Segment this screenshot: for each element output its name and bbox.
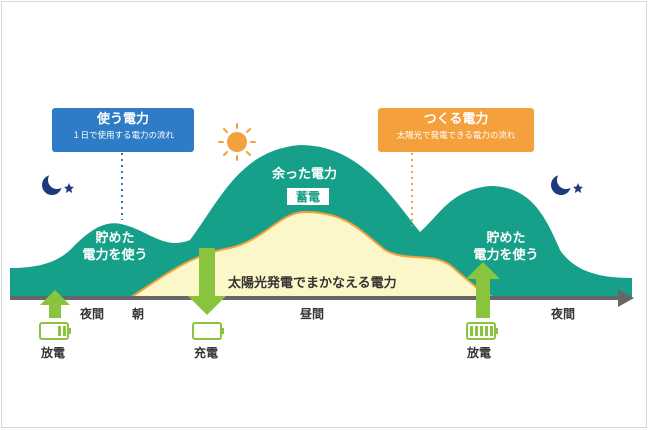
discharge-right-label: 放電 [467, 346, 492, 360]
axis-arrow-icon [618, 289, 634, 307]
discharge-left-label: 放電 [41, 346, 66, 360]
use-power-subtitle: １日で使用する電力の流れ [71, 131, 174, 141]
make-power-subtitle: 太陽光で発電できる電力の流れ [396, 131, 516, 141]
arrow-up-icon [466, 262, 500, 318]
timeline-night-left: 夜間 [80, 307, 105, 321]
timeline-night-right: 夜間 [551, 307, 576, 321]
battery-icon [192, 322, 224, 340]
use-power-callout: 使う電力 １日で使用する電力の流れ [52, 108, 194, 152]
right-stored-line1: 貯めた [486, 231, 526, 246]
timeline-morning: 朝 [132, 307, 145, 321]
solar-covered-label: 太陽光発電でまかなえる電力 [228, 276, 397, 291]
arrow-down-icon [188, 248, 226, 315]
surplus-power-label: 余った電力 [272, 167, 338, 182]
use-power-title: 使う電力 [96, 112, 149, 127]
charge-label: 充電 [194, 346, 219, 360]
right-stored-line2: 電力を使う [473, 248, 539, 263]
timeline-daytime: 昼間 [300, 307, 325, 321]
battery-icon [466, 322, 498, 340]
battery-icon [39, 322, 71, 340]
right-stored-power-label: 貯めた 電力を使う [466, 230, 546, 264]
make-power-callout: つくる電力 太陽光で発電できる電力の流れ [378, 108, 534, 152]
left-stored-power-label: 貯めた 電力を使う [75, 230, 155, 264]
left-stored-line2: 電力を使う [82, 248, 148, 263]
sun-icon [218, 123, 256, 161]
arrow-up-icon [40, 290, 70, 318]
storage-badge: 蓄電 [286, 187, 330, 206]
moon-star-icon [551, 171, 583, 195]
moon-star-icon [42, 171, 74, 195]
make-power-title: つくる電力 [423, 112, 489, 127]
left-stored-line1: 貯めた [95, 231, 135, 246]
